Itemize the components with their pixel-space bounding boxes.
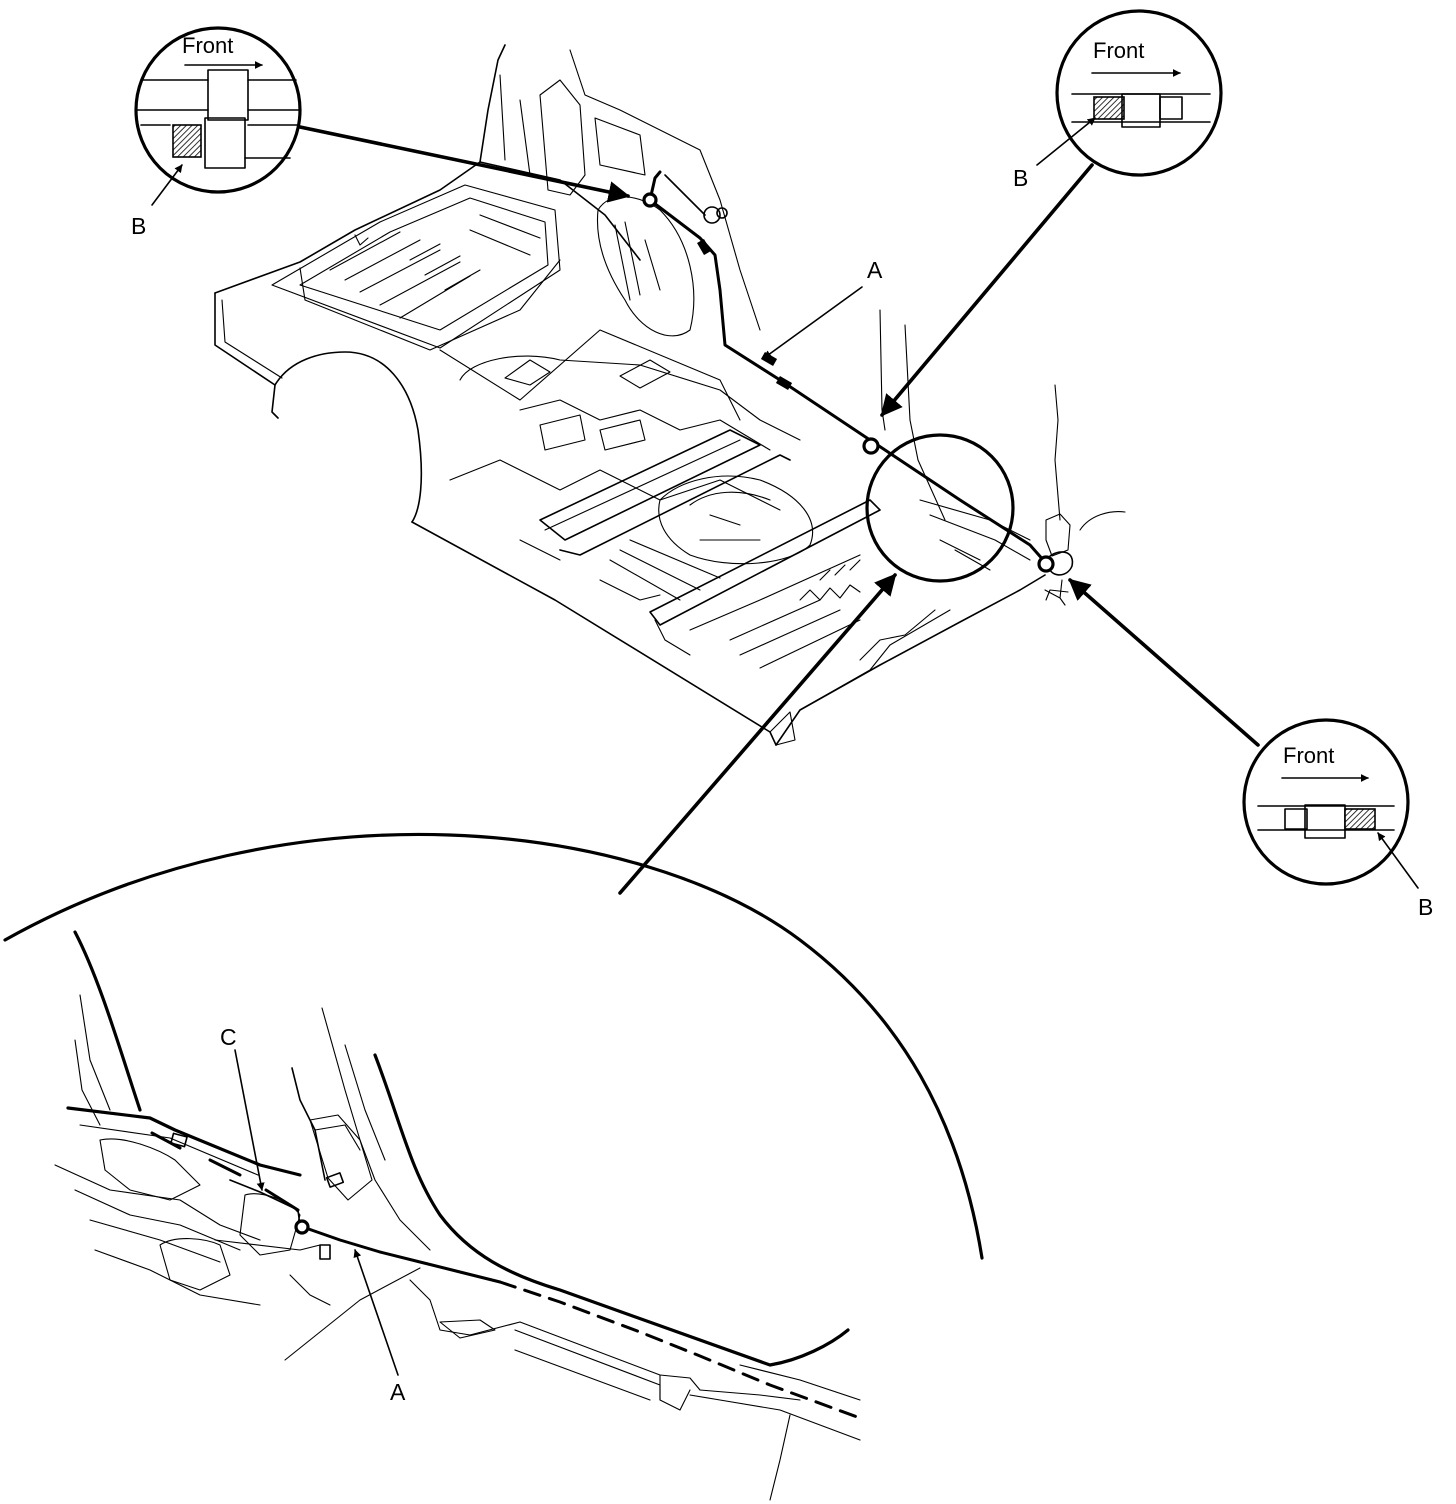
label-c-detail: C [220,1024,237,1050]
label-b-top-left: B [131,213,146,239]
label-b-bottom-right: B [1418,894,1433,920]
parking-brake-cable-main [642,170,1074,576]
inset-top-left: Front B [131,26,302,239]
inset-bottom-right: Front B [1242,718,1433,920]
inset-bottom-right-front-label: Front [1283,743,1334,768]
leader-bottom-right-inset [1068,578,1260,747]
inset-top-right: Front B [1013,9,1223,191]
label-a-top: A [867,257,883,283]
detail-view-boundary [3,832,984,1260]
leader-top-right-inset [880,163,1094,417]
vehicle-floor-body [214,44,1126,746]
leader-top-left-inset [298,125,631,203]
leader-detail-view [618,573,897,895]
inset-top-right-front-label: Front [1093,38,1144,63]
leader-cable-a [763,286,863,359]
label-b-top-right: B [1013,165,1028,191]
detail-view: C A [3,832,984,1501]
inset-top-left-front-label: Front [182,33,233,58]
leader-lines [298,125,1260,895]
label-a-detail: A [390,1379,406,1405]
